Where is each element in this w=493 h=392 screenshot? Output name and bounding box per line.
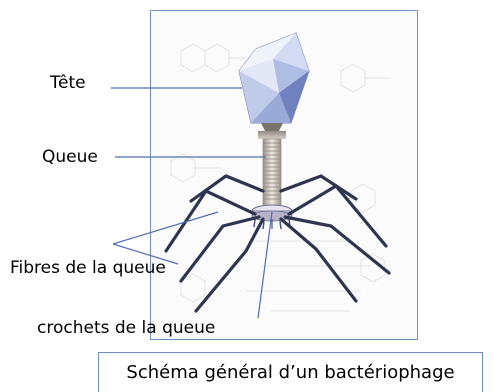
collar (258, 131, 286, 139)
tail-sheath (263, 139, 281, 205)
label-head: Tête (50, 73, 86, 93)
caption-box: Schéma général d’un bactériophage (98, 352, 483, 392)
bacteriophage-diagram (151, 11, 418, 340)
label-tail-fibers: Fibres de la queue (10, 258, 166, 278)
capsid-head (239, 33, 309, 123)
figure-frame (150, 10, 418, 340)
neck (261, 123, 283, 131)
label-tail: Queue (42, 147, 98, 167)
figure-caption: Schéma général d’un bactériophage (126, 362, 454, 383)
label-tail-hooks: crochets de la queue (37, 318, 215, 338)
